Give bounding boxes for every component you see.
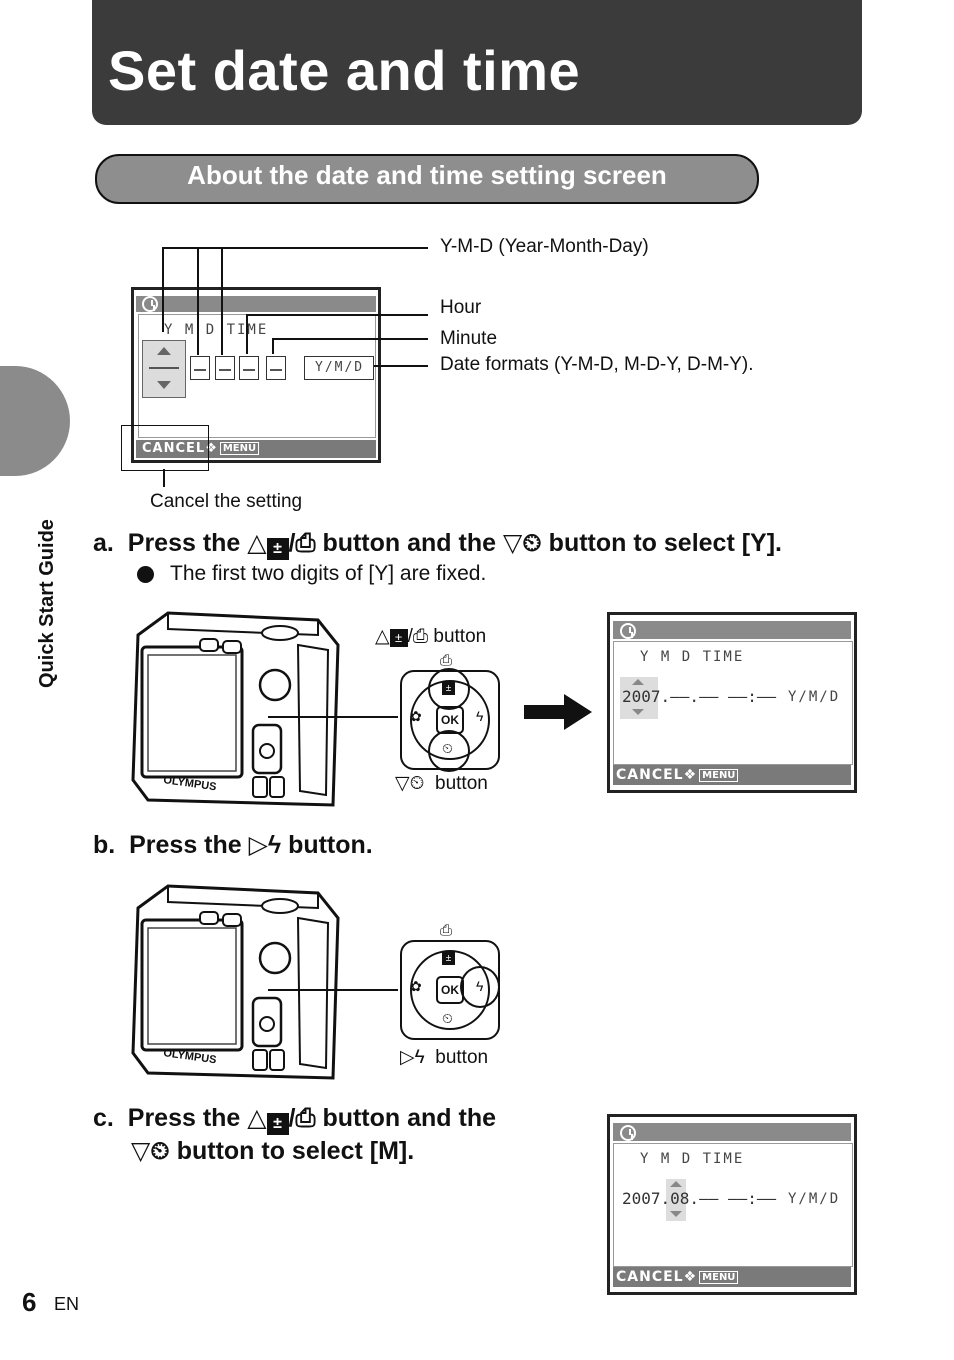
- right-arrow-icon: ▷: [400, 1047, 415, 1068]
- btn-up-label: △±/⎙ button: [375, 626, 487, 647]
- arrow-right-icon: [524, 694, 592, 730]
- screen-a-value: 2007.––.–– ––:––: [622, 687, 777, 706]
- section-heading: About the date and time setting screen: [187, 160, 667, 190]
- label-ymd: Y-M-D (Year-Month-Day): [440, 236, 649, 257]
- page-lang: EN: [54, 1294, 80, 1314]
- diagram-cancel: CANCEL❖MENU: [142, 441, 260, 456]
- label-minute: Minute: [440, 328, 498, 349]
- step-a-note: The first two digits of [Y] are fixed.: [170, 562, 487, 585]
- macro-icon: ✿: [410, 708, 422, 724]
- down-arrow-icon: ▽: [131, 1137, 151, 1165]
- self-timer-icon: ⏲: [409, 773, 425, 794]
- screen-step-a: Y M D TIME 2007.––.–– ––:–– Y/M/D CANCEL…: [607, 612, 857, 793]
- camera-illustration-a: OLYMPUS: [131, 611, 340, 807]
- label-cancel: Cancel the setting: [150, 491, 303, 512]
- step-b-heading: b. Press the ▷ϟ button.: [93, 831, 373, 859]
- screen-c-value: 2007.08.–– ––:––: [622, 1189, 777, 1208]
- step-c-heading-line2: ▽⏲ button to select [M].: [131, 1137, 415, 1165]
- print-icon: ⎙: [295, 1104, 316, 1132]
- right-arrow-icon: ▷: [248, 831, 268, 859]
- screen-step-c: Y M D TIME 2007.08.–– ––:–– Y/M/D CANCEL…: [607, 1114, 857, 1295]
- title-banner: [92, 0, 862, 125]
- print-icon: ⎙: [412, 626, 429, 647]
- print-icon: ⎙: [440, 652, 453, 669]
- up-arrow-icon: △: [247, 1104, 267, 1132]
- highlight-down: [428, 730, 470, 772]
- print-icon: ⎙: [295, 529, 316, 557]
- self-timer-icon: ⏲: [150, 1137, 170, 1165]
- btn-right-label: ▷ϟ button: [400, 1047, 489, 1068]
- section-heading-pill: [95, 154, 759, 204]
- exposure-icon: ±: [266, 538, 289, 560]
- self-timer-icon: ⏲: [442, 1010, 453, 1026]
- bullet-dot: [137, 566, 154, 583]
- camera-illustration-b: OLYMPUS: [131, 884, 340, 1080]
- format-field: Y/M/D: [304, 356, 374, 380]
- up-arrow-icon: △: [247, 529, 267, 557]
- page-number: 6: [22, 1287, 37, 1317]
- year-selector: [142, 340, 186, 398]
- down-arrow-icon: ▽: [395, 773, 410, 794]
- macro-icon: ✿: [410, 978, 422, 994]
- flash-icon: ϟ: [476, 708, 484, 724]
- minute-field: [266, 356, 286, 380]
- side-tab-label: Quick Start Guide: [36, 519, 58, 688]
- day-field: [215, 356, 235, 380]
- highlight-up: [428, 668, 470, 710]
- label-formats: Date formats (Y-M-D, M-D-Y, D-M-Y).: [440, 354, 754, 375]
- up-arrow-icon: △: [375, 626, 390, 647]
- setting-screen-diagram: Y M D TIME Y/M/D CANCEL❖MENU: [131, 287, 381, 463]
- flash-icon: ϟ: [414, 1047, 425, 1068]
- step-c-heading-line1: c. Press the △±/⎙ button and the: [93, 1103, 496, 1135]
- exposure-icon: ±: [442, 952, 455, 965]
- cancel-highlight: [121, 425, 209, 471]
- clock-icon: [620, 623, 636, 639]
- hour-field: [239, 356, 259, 380]
- highlight-right: [460, 966, 500, 1008]
- clock-icon: [620, 1125, 636, 1141]
- flash-icon: ϟ: [267, 831, 282, 859]
- step-a-heading: a. Press the △±/⎙ button and the ▽⏲ butt…: [93, 528, 782, 560]
- exposure-icon: ±: [266, 1113, 289, 1135]
- side-tab: [0, 366, 70, 476]
- diagram-screen-header: Y M D TIME: [164, 322, 269, 338]
- page-title: Set date and time: [108, 39, 581, 102]
- label-hour: Hour: [440, 297, 482, 318]
- down-arrow-icon: ▽: [502, 529, 523, 557]
- self-timer-icon: ⏲: [522, 529, 542, 557]
- print-icon: ⎙: [440, 922, 453, 939]
- clock-icon: [142, 296, 158, 312]
- btn-down-label: ▽⏲ button: [395, 773, 488, 794]
- month-field: [190, 356, 210, 380]
